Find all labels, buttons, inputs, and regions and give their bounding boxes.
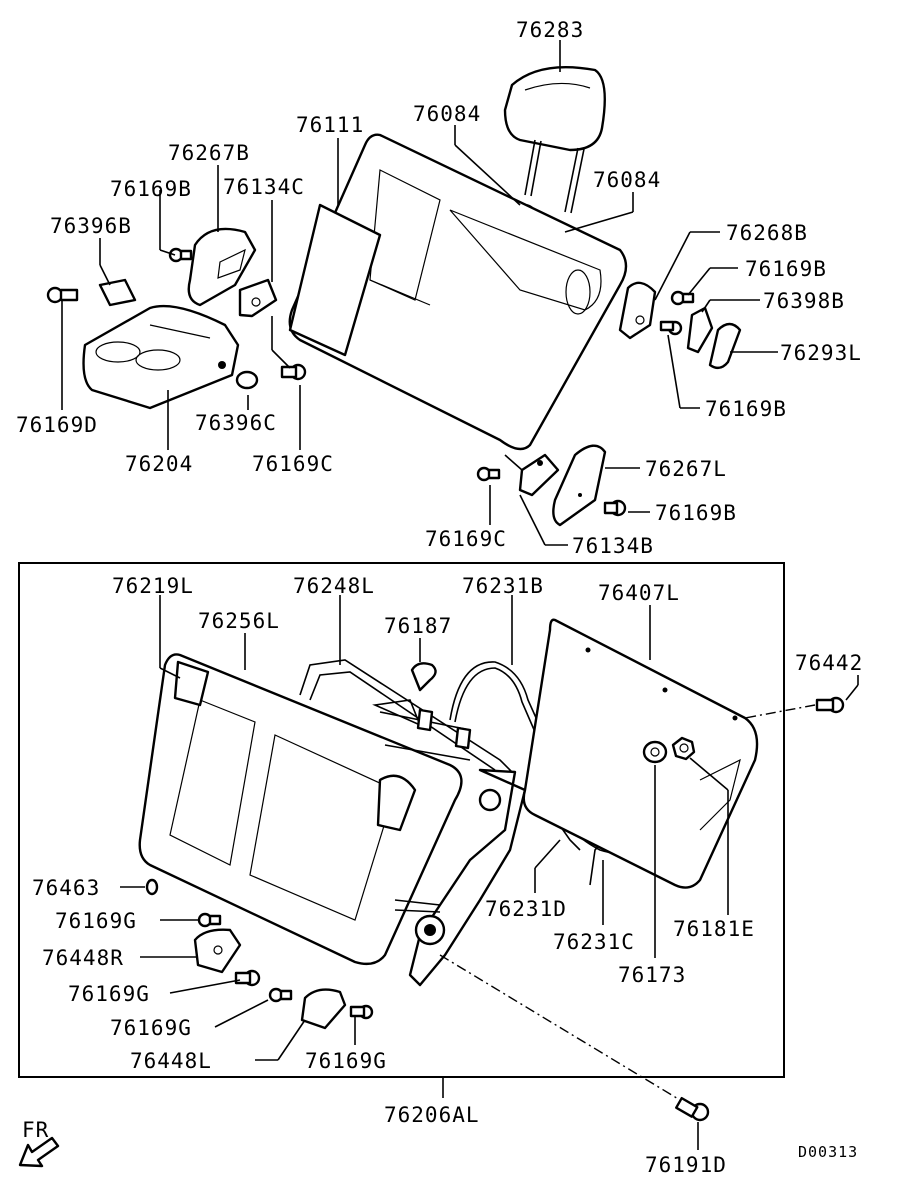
label-76231D: 76231D (485, 897, 567, 921)
bolt-76169B-drawing (168, 247, 193, 263)
plug-76463-drawing (145, 878, 159, 896)
cover-76448R-drawing (193, 928, 242, 974)
label-76204: 76204 (125, 452, 193, 476)
washer-76173-drawing (642, 740, 668, 764)
label-76396C: 76396C (195, 411, 277, 435)
bolt-right-lower-drawing (659, 320, 683, 336)
recliner-drawing (394, 768, 527, 987)
bolt-76169G-3-drawing (268, 987, 293, 1003)
front-label: FR (22, 1118, 49, 1142)
bolt-76169G-2-drawing (234, 969, 261, 987)
label-76111: 76111 (296, 113, 364, 137)
seatback-drawing (288, 133, 628, 451)
label-76219L: 76219L (112, 574, 194, 598)
bolt-76169B-lower-drawing (603, 499, 627, 517)
label-76463: 76463 (32, 876, 100, 900)
label-76084-b: 76084 (593, 168, 661, 192)
leader-lines-box (120, 595, 859, 1150)
label-76448R: 76448R (42, 946, 124, 970)
label-76169C-2: 76169C (425, 527, 507, 551)
hinge-cover-right-drawing (618, 281, 657, 340)
bushing-76396C-drawing (235, 370, 259, 390)
label-76169G-2: 76169G (68, 982, 150, 1006)
label-76169G-4: 76169G (305, 1049, 387, 1073)
label-76169B-4: 76169B (655, 501, 737, 525)
label-76084-a: 76084 (413, 102, 481, 126)
label-76169G-3: 76169G (110, 1016, 192, 1040)
bolt-76169C-drawing (280, 363, 307, 381)
cover-76448L-drawing (300, 988, 347, 1030)
clip-76187-drawing (410, 662, 437, 692)
assembly-box (18, 562, 785, 1078)
headrest-drawing (503, 65, 606, 214)
label-76231C: 76231C (553, 930, 635, 954)
back-panel-drawing (522, 618, 759, 889)
front-direction-indicator: FR (18, 1118, 60, 1168)
bracket-76134B-drawing (518, 453, 560, 497)
label-76396B: 76396B (50, 214, 132, 238)
bolt-76442-drawing (744, 696, 845, 719)
label-76293L: 76293L (780, 341, 862, 365)
label-76169B-1: 76169B (110, 177, 192, 201)
label-76231B: 76231B (462, 574, 544, 598)
bracket-76396B-drawing (98, 278, 137, 307)
bracket-76398B-drawing (686, 306, 714, 354)
frame-76248L-drawing (299, 659, 516, 776)
trim-76293L-drawing (708, 322, 742, 370)
label-76407L: 76407L (598, 581, 680, 605)
label-assembly-76206AL: 76206AL (384, 1103, 480, 1127)
nut-76181E-drawing (671, 736, 696, 761)
label-76169G-1: 76169G (55, 909, 137, 933)
label-76268B: 76268B (726, 221, 808, 245)
bracket-76134C-drawing (238, 278, 278, 318)
label-76398B: 76398B (763, 289, 845, 313)
label-76256L: 76256L (198, 609, 280, 633)
label-76169C-1: 76169C (252, 452, 334, 476)
label-76169B-2: 76169B (745, 257, 827, 281)
bolt-76191D-drawing (439, 954, 710, 1122)
bolt-76169G-4-drawing (349, 1004, 374, 1020)
label-76187: 76187 (384, 614, 452, 638)
label-76134C: 76134C (223, 175, 305, 199)
diagram-code: D00313 (798, 1143, 858, 1161)
hinge-cover-76267L-drawing (552, 444, 607, 527)
label-76191D: 76191D (645, 1153, 727, 1177)
label-76442: 76442 (795, 651, 863, 675)
front-arrow-icon (18, 1136, 60, 1168)
label-76173: 76173 (618, 963, 686, 987)
leader-lines-upper (61, 40, 778, 546)
label-76181E: 76181E (673, 917, 755, 941)
label-76283: 76283 (516, 18, 584, 42)
label-76267L: 76267L (645, 457, 727, 481)
label-76448L: 76448L (130, 1049, 212, 1073)
armrest-drawing (82, 304, 240, 410)
label-76248L: 76248L (293, 574, 375, 598)
bolt-76169G-1-drawing (197, 912, 222, 928)
bolt-76169D-drawing (46, 286, 79, 304)
bolt-76169C-lower-drawing (476, 466, 501, 482)
label-76134B: 76134B (572, 534, 654, 558)
seatback-frame-drawing (138, 653, 463, 966)
label-76169D: 76169D (16, 413, 98, 437)
label-76169B-3: 76169B (705, 397, 787, 421)
hinge-cover-left-drawing (187, 227, 257, 307)
label-76267B: 76267B (168, 141, 250, 165)
